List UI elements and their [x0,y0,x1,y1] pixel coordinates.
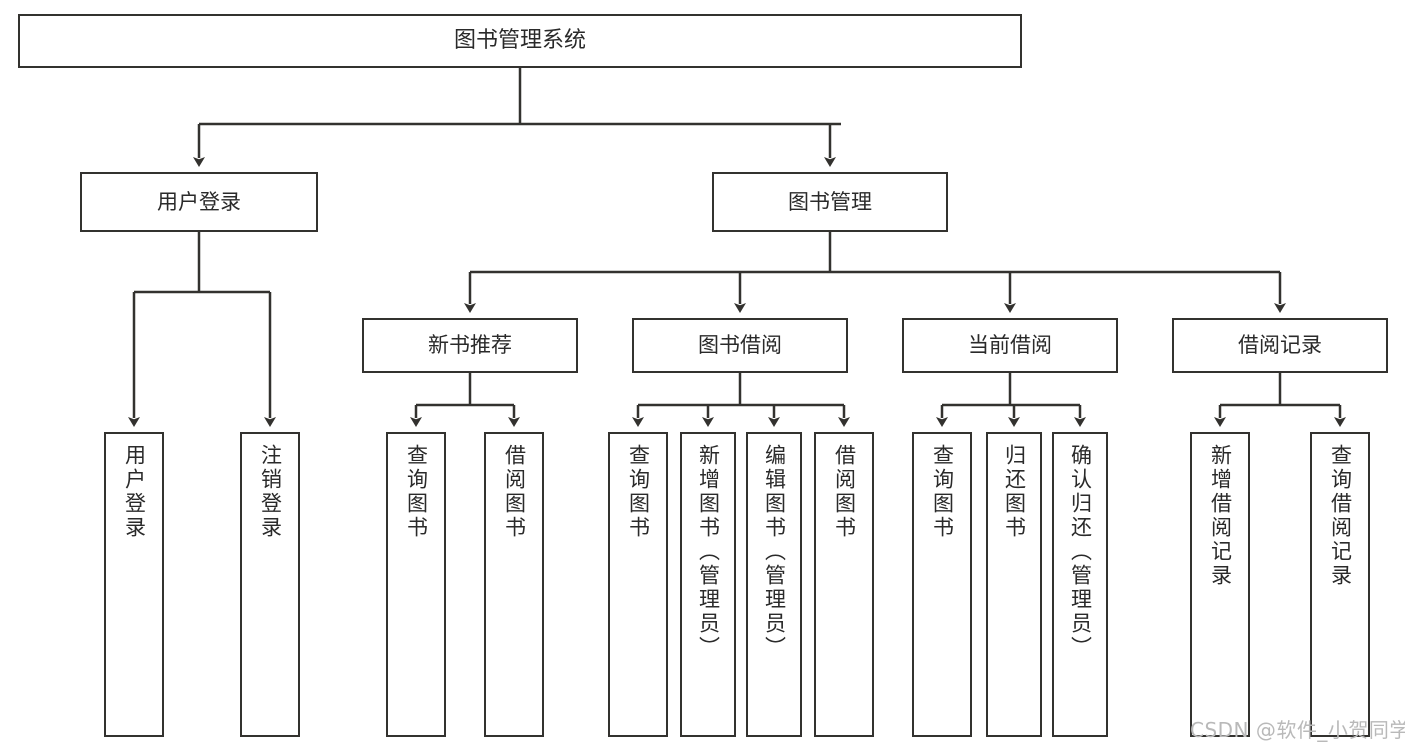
node-leaf[interactable]: 编辑图书（管理员） [746,432,802,737]
node-level3[interactable]: 图书借阅 [632,318,848,373]
node-level3-label: 图书借阅 [698,333,782,358]
node-level2-label: 图书管理 [788,189,872,214]
node-leaf-label: 查询图书 [404,444,429,540]
node-leaf-label: 新增借阅记录 [1208,444,1233,588]
node-leaf[interactable]: 新增图书（管理员） [680,432,736,737]
node-leaf-label: 注销登录 [258,444,283,540]
node-level2[interactable]: 用户登录 [80,172,318,232]
node-level3[interactable]: 新书推荐 [362,318,578,373]
node-leaf-label: 新增图书（管理员） [696,444,721,660]
node-leaf[interactable]: 借阅图书 [484,432,544,737]
node-level2[interactable]: 图书管理 [712,172,948,232]
node-level3[interactable]: 借阅记录 [1172,318,1388,373]
node-leaf-label: 编辑图书（管理员） [762,444,787,660]
node-leaf[interactable]: 查询图书 [608,432,668,737]
node-leaf[interactable]: 查询借阅记录 [1310,432,1370,737]
node-leaf-label: 确认归还（管理员） [1068,444,1093,660]
node-leaf-label: 查询借阅记录 [1328,444,1353,588]
node-leaf-label: 查询图书 [930,444,955,540]
node-leaf[interactable]: 归还图书 [986,432,1042,737]
node-level2-label: 用户登录 [157,189,241,214]
node-leaf[interactable]: 新增借阅记录 [1190,432,1250,737]
node-leaf[interactable]: 查询图书 [912,432,972,737]
node-leaf[interactable]: 确认归还（管理员） [1052,432,1108,737]
node-level3-label: 借阅记录 [1238,333,1322,358]
node-leaf-label: 借阅图书 [832,444,857,540]
node-leaf[interactable]: 借阅图书 [814,432,874,737]
node-level3[interactable]: 当前借阅 [902,318,1118,373]
node-leaf-label: 归还图书 [1002,444,1027,540]
node-root[interactable]: 图书管理系统 [18,14,1022,68]
node-leaf[interactable]: 用户登录 [104,432,164,737]
node-leaf[interactable]: 注销登录 [240,432,300,737]
node-root-label: 图书管理系统 [453,28,586,54]
node-leaf-label: 借阅图书 [502,444,527,540]
node-leaf[interactable]: 查询图书 [386,432,446,737]
node-leaf-label: 用户登录 [122,444,147,540]
node-level3-label: 新书推荐 [428,333,512,358]
node-leaf-label: 查询图书 [626,444,651,540]
watermark: CSDN @软件_小贺同学 [1190,718,1405,742]
node-level3-label: 当前借阅 [968,333,1052,358]
